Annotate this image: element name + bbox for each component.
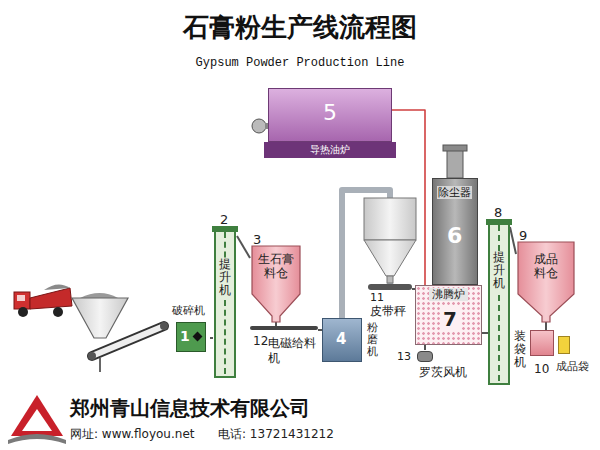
machine-label: 破碎机 (172, 304, 205, 317)
bin-outline (518, 242, 574, 322)
conveyor-leg (99, 358, 101, 372)
boiling-furnace: 沸腾炉 7 (415, 285, 482, 345)
chimney-cap (443, 145, 467, 151)
material-chute (424, 345, 426, 350)
grinding-mill: 4 粉磨机 (322, 318, 382, 368)
vertical-label: 装袋机 (514, 330, 526, 370)
cyclone-body (364, 198, 416, 240)
truck-cab (14, 292, 30, 309)
bin-label: 生石膏料仓 (257, 252, 295, 281)
truck-load (44, 284, 70, 290)
vertical-label: 提升机 (219, 258, 231, 298)
website: 网址: www.floyou.net (70, 427, 194, 441)
material-chute (545, 322, 547, 330)
elevator-belt (498, 225, 500, 381)
company-name: 郑州青山信息技术有限公司 (70, 396, 310, 420)
scale-belt (368, 284, 412, 290)
chimney (447, 150, 463, 178)
logo-triangle (11, 395, 63, 436)
logo-inner (22, 409, 52, 431)
callout-number: 7 (440, 307, 460, 331)
callout-number: 8 (494, 205, 502, 221)
bin-outline (252, 246, 300, 322)
conveyor-roller (160, 322, 168, 330)
material-chute (210, 337, 213, 339)
callout-number: 4 (336, 330, 346, 348)
band-label: 沸腾炉 (429, 288, 468, 301)
gypsum-pile (80, 293, 118, 298)
material-chute (510, 227, 516, 254)
bin-label: 成品料仓 (533, 252, 559, 281)
vertical-label: 提升机 (493, 251, 505, 291)
truck-wheel (53, 307, 63, 317)
vibrating-feeder: 12电磁给料机 (250, 326, 318, 368)
burner-fan (252, 119, 266, 133)
callout-number: 10 (534, 362, 549, 376)
machine-label: 皮带秤 (370, 304, 406, 318)
cyclone-separator (364, 198, 416, 283)
bucket-elevator: 2 提升机 (213, 212, 237, 378)
dust-collector: 除尘器 6 (432, 178, 478, 285)
vertical-label: 粉磨机 (367, 322, 378, 358)
subtitle: Gypsum Powder Production Line (0, 56, 600, 70)
roots-blower: 13 罗茨风机 (395, 350, 480, 384)
belt-scale: 11皮带秤 (368, 284, 412, 320)
callout-number: 3 (253, 232, 261, 248)
base-label: 导热油炉 (268, 144, 392, 156)
raw-gypsum-bin: 3 生石膏料仓 (250, 232, 302, 322)
phone: 电话: 13721431212 (218, 427, 334, 441)
bucket-elevator: 8 提升机 (488, 205, 510, 385)
truck-wheel (18, 307, 28, 317)
truck-bed (30, 288, 72, 309)
thermal-oil-furnace: 5 导热油炉 (268, 88, 392, 158)
dump-truck (14, 284, 72, 317)
callout-number: 6 (447, 223, 462, 249)
cyclone-cone (364, 240, 416, 276)
bagging-machine: 装袋机成品袋 10 (512, 330, 594, 382)
conveyor-roller (88, 352, 96, 360)
machine-label: 电磁给料机 (268, 336, 318, 366)
product-bag (558, 336, 570, 354)
callout-number: 12 (253, 334, 268, 348)
machine-label: 除尘器 (437, 186, 472, 199)
callout-number: 5 (268, 100, 392, 126)
callout-number: 13 (397, 350, 411, 363)
elevator-belt (224, 232, 226, 374)
crusher: 破碎机 1 (170, 304, 210, 358)
callout-number: 2 (220, 212, 228, 228)
truck-window (17, 295, 25, 301)
belt-surface (92, 326, 164, 356)
machine-label: 罗茨风机 (419, 365, 467, 379)
callout-number: 11 (370, 291, 384, 304)
material-chute (237, 236, 250, 258)
bag-label: 成品袋 (556, 360, 589, 373)
diagram-title: 石膏粉生产线流程图 (0, 12, 600, 43)
callout-number: 9 (519, 228, 527, 244)
feeder-belt (250, 326, 318, 330)
company-logo (8, 395, 66, 444)
belt-conveyor (92, 326, 164, 356)
feed-hopper (72, 298, 128, 338)
logo-swoosh (8, 434, 66, 444)
bagger-body (530, 330, 554, 356)
cyclone-outlet (387, 276, 393, 283)
callout-number: 1 (180, 328, 190, 345)
product-bin: 9 成品料仓 (516, 228, 576, 322)
blower-icon (417, 351, 433, 362)
